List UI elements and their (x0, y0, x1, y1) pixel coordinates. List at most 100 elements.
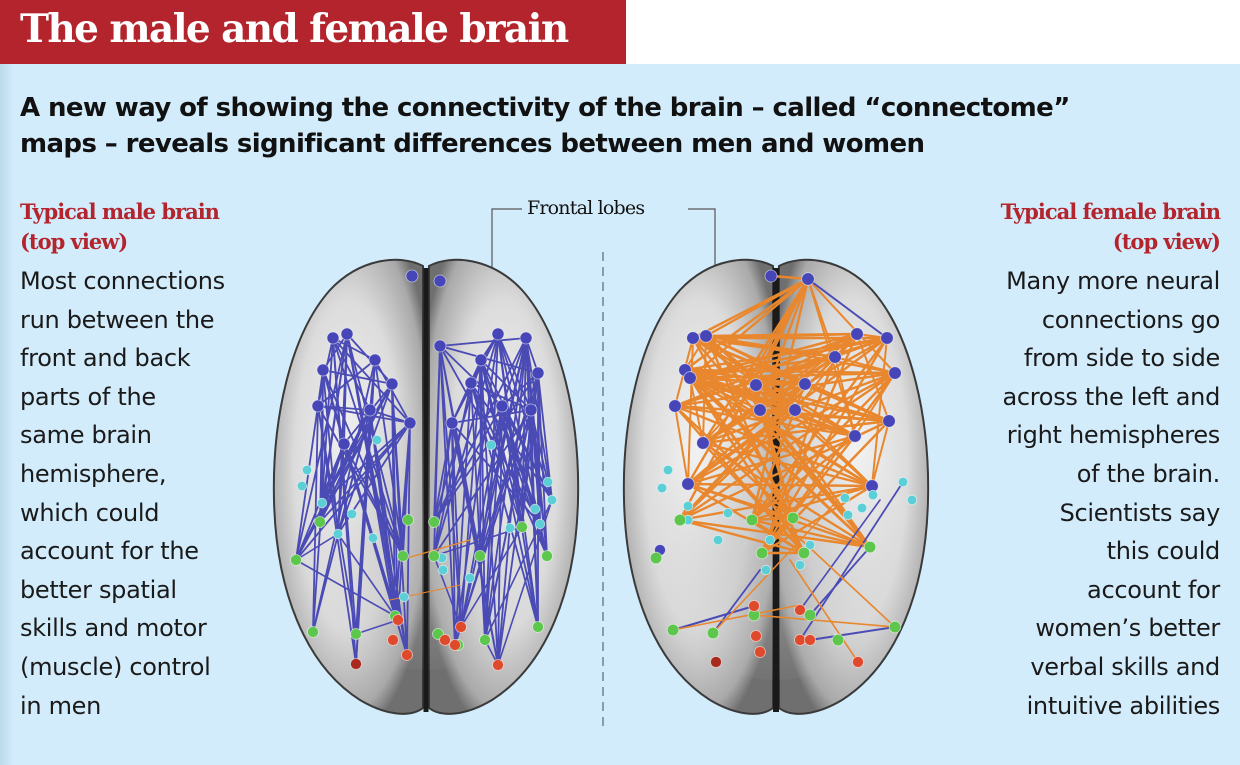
female-text-line: intuitive abilities (1026, 691, 1221, 720)
male-text-line: same brain (20, 421, 152, 450)
connection-line (688, 376, 795, 520)
connection-line (759, 499, 871, 548)
connection-line (439, 345, 539, 374)
female-brain-diagram (622, 258, 930, 715)
connection-line (807, 278, 836, 358)
connection-line (337, 443, 345, 535)
subtitle: A new way of showing the connectivity of… (20, 90, 1220, 162)
node-dot (804, 539, 816, 551)
node-dot (337, 437, 351, 451)
node-dot (495, 399, 509, 413)
connection-line (317, 359, 376, 407)
connection-line (704, 277, 810, 338)
node-dot (794, 604, 806, 616)
node-dot (437, 564, 449, 576)
connection-line (433, 422, 453, 557)
node-dot (397, 550, 409, 562)
node-dot (839, 492, 851, 504)
connection-line (322, 369, 393, 385)
node-dot (753, 403, 767, 417)
node-dot (888, 366, 902, 380)
node-dot (880, 331, 894, 345)
connection-line (501, 405, 523, 528)
node-dot (696, 436, 710, 450)
node-dot (882, 414, 896, 428)
connection-line (807, 278, 896, 374)
female-nodes (649, 269, 918, 668)
male-text-line: hemisphere, (20, 459, 167, 488)
node-dot (301, 464, 313, 476)
connection-line (433, 405, 503, 523)
connection-line (319, 422, 411, 523)
female-text-line: verbal skills and (1030, 652, 1220, 681)
connection-line (871, 337, 888, 487)
female-text-line: Scientists say (1059, 498, 1221, 527)
male-heading-line-1: Typical male brain (20, 199, 220, 224)
connection-line (760, 419, 891, 555)
connection-line (439, 345, 462, 628)
connection-line (537, 372, 541, 525)
connection-line (537, 372, 548, 557)
node-dot (801, 272, 815, 286)
male-panel-description: Most connections run between the front a… (20, 262, 225, 725)
node-dot (662, 464, 674, 476)
connection-line (760, 355, 837, 555)
node-dot (712, 534, 724, 546)
connection-line (470, 382, 539, 628)
node-dot (686, 331, 700, 345)
node-dot (897, 476, 909, 488)
node-dot (363, 403, 377, 417)
node-dot (387, 634, 399, 646)
node-dot (682, 500, 694, 512)
connection-line (484, 333, 499, 641)
connection-line (480, 359, 532, 411)
node-dot (516, 521, 528, 533)
connection-line (804, 337, 888, 385)
header-spacer (626, 0, 1240, 64)
male-panel-heading: Typical male brain (top view) (20, 197, 220, 257)
connection-line (753, 614, 896, 628)
connection-line (337, 383, 393, 535)
connection-line (295, 559, 396, 617)
node-dot (760, 564, 772, 576)
connection-line (688, 277, 810, 380)
node-dot (681, 477, 695, 491)
connection-line (672, 605, 755, 631)
connection-line (779, 519, 896, 628)
connection-line (337, 533, 396, 617)
male-brain-diagram (272, 258, 580, 715)
male-text-line: in men (20, 691, 102, 720)
node-dot (371, 434, 383, 446)
node-dot (666, 623, 680, 637)
node-dot (532, 621, 544, 633)
connection-line (799, 481, 904, 641)
connection-line (433, 409, 532, 557)
connection-line (678, 371, 897, 522)
node-dot (428, 550, 440, 562)
male-nodes (290, 269, 558, 671)
node-dot (673, 513, 687, 527)
node-dot (764, 269, 778, 283)
male-text-line: which could (20, 498, 160, 527)
node-dot (428, 516, 440, 528)
node-dot (542, 476, 554, 488)
node-dot (433, 339, 447, 353)
connection-line (332, 337, 371, 411)
node-dot (385, 377, 399, 391)
connection-line (712, 499, 839, 634)
node-dot (699, 329, 713, 343)
node-dot (668, 399, 682, 413)
connection-line (322, 333, 348, 371)
node-dot (392, 614, 404, 626)
male-text-line: front and back (20, 344, 191, 373)
connection-line (369, 409, 408, 656)
node-dot (479, 634, 491, 646)
female-heading-line-2: (top view) (1112, 229, 1221, 254)
connection-line (760, 336, 889, 555)
node-dot (852, 656, 864, 668)
connection-line (702, 335, 707, 444)
connection-line (369, 409, 411, 424)
connection-line (369, 359, 376, 411)
female-panel-description: Many more neural connections go from sid… (1002, 262, 1220, 725)
female-connections (672, 274, 904, 663)
